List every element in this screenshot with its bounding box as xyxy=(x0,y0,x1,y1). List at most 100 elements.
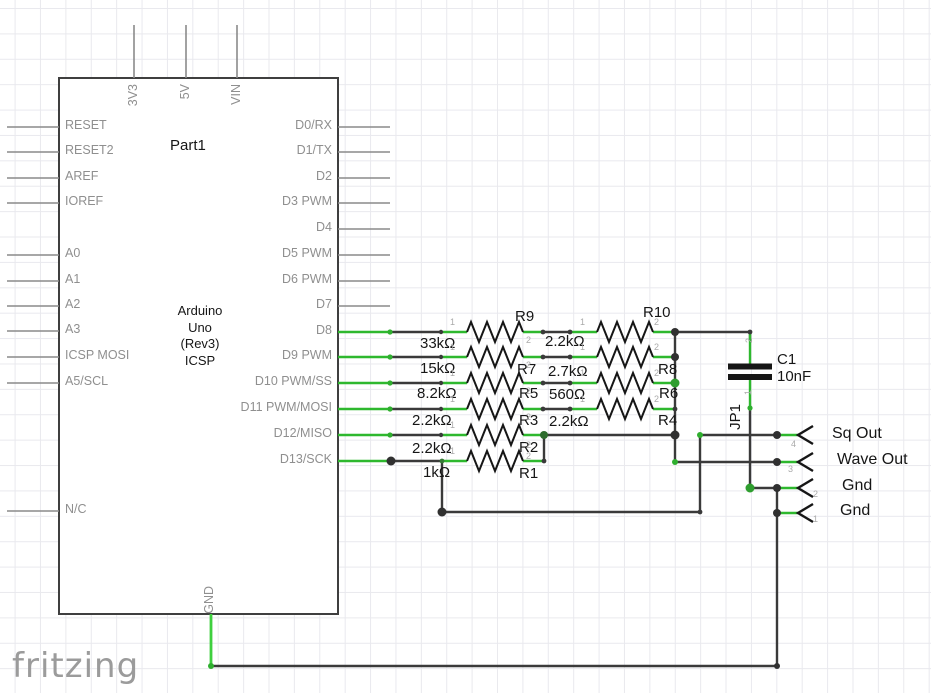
junction-dot xyxy=(774,663,780,669)
part-ref-label[interactable]: Part1 xyxy=(170,137,206,154)
resistor-value-label[interactable]: 8.2kΩ xyxy=(417,385,457,402)
resistor-pin-number: 2 xyxy=(526,386,532,396)
resistor-value-label[interactable]: 33kΩ xyxy=(420,335,456,352)
resistor-value-label[interactable]: 2.7kΩ xyxy=(548,363,588,380)
capacitor-plate[interactable] xyxy=(728,374,772,380)
junction-dot xyxy=(387,380,393,386)
pin-label-right: D10 PWM/SS xyxy=(254,374,332,388)
junction-dot xyxy=(567,354,573,360)
resistor-value-label[interactable]: 15kΩ xyxy=(420,360,456,377)
pin-label-right: D7 xyxy=(316,297,332,311)
junction-dot xyxy=(567,329,573,335)
junction-dot xyxy=(747,329,753,335)
capacitor-plate[interactable] xyxy=(728,363,772,370)
junction-dot xyxy=(438,329,444,335)
resistor-symbol-R5[interactable] xyxy=(466,370,524,396)
resistor-ref-label[interactable]: R3 xyxy=(519,412,539,429)
connector-pin-number: 4 xyxy=(791,439,797,449)
pin-label-left: A1 xyxy=(65,272,81,286)
resistor-pin-number: 2 xyxy=(654,317,660,327)
resistor-symbol-R2[interactable] xyxy=(466,422,524,448)
capacitor-ref-label[interactable]: C1 xyxy=(777,351,797,368)
junction-dot xyxy=(387,354,393,360)
junction-dot xyxy=(540,431,548,439)
junction-dot xyxy=(670,378,680,388)
junction-dot xyxy=(773,509,781,517)
junction-dot xyxy=(438,380,444,386)
junction-dot xyxy=(697,509,703,515)
resistor-symbol-R8[interactable] xyxy=(596,344,654,370)
resistor-ref-label[interactable]: R6 xyxy=(659,385,679,402)
connector-pin-arrow[interactable] xyxy=(795,502,814,524)
connector-pin-arrow[interactable] xyxy=(795,451,814,473)
pin-label-right: D11 PWM/MOSI xyxy=(240,400,332,414)
resistor-value-label[interactable]: 2.2kΩ xyxy=(412,412,452,429)
junction-dot xyxy=(437,507,447,517)
connector-pin-label[interactable]: Gnd xyxy=(840,502,871,519)
connector-pin-label[interactable]: Sq Out xyxy=(832,425,882,442)
junction-dot xyxy=(438,354,444,360)
junction-dot xyxy=(438,406,444,412)
resistor-symbol-R6[interactable] xyxy=(596,370,654,396)
wire-d13-to-sqout[interactable] xyxy=(440,433,777,514)
junction-dot xyxy=(438,432,444,438)
resistor-ref-label[interactable]: R5 xyxy=(519,385,539,402)
capacitor-pin-number: 1 xyxy=(743,390,753,396)
resistor-symbol-R4[interactable] xyxy=(596,396,654,422)
resistor-ref-label[interactable]: R7 xyxy=(517,361,537,378)
resistor-ref-label[interactable]: R2 xyxy=(519,439,539,456)
pin-label-gnd: GND xyxy=(202,586,216,614)
junction-dot xyxy=(567,380,573,386)
connector-pin-number: 2 xyxy=(813,489,819,499)
pin-label-left: IOREF xyxy=(65,194,104,208)
fritzing-logo: fritzing xyxy=(12,646,140,686)
pin-label-right: D12/MISO xyxy=(273,426,332,440)
connector-pin-arrow[interactable] xyxy=(795,477,814,499)
resistor-ref-label[interactable]: R10 xyxy=(643,304,671,321)
resistor-symbol-R9[interactable] xyxy=(466,319,524,345)
resistor-ref-label[interactable]: R8 xyxy=(658,361,678,378)
resistor-pin-number: 2 xyxy=(526,335,532,345)
pin-label-right: D0/RX xyxy=(295,118,332,132)
resistor-ref-label[interactable]: R1 xyxy=(519,465,539,482)
junction-dot xyxy=(747,405,753,411)
resistor-ref-label[interactable]: R9 xyxy=(515,308,535,325)
junction-dot xyxy=(208,663,214,669)
arduino-part-body[interactable] xyxy=(58,77,339,615)
pin-label-top: 5V xyxy=(178,84,192,100)
resistor-value-label[interactable]: 2.2kΩ xyxy=(549,413,589,430)
resistor-pin-number: 2 xyxy=(654,342,660,352)
resistor-symbol-R1[interactable] xyxy=(466,448,524,474)
resistor-value-label[interactable]: 560Ω xyxy=(549,386,586,403)
pin-label-left: A3 xyxy=(65,322,81,336)
resistor-pin-number: 2 xyxy=(526,451,532,461)
connector-pin-label[interactable]: Wave Out xyxy=(837,451,908,468)
connector-ref-label[interactable]: JP1 xyxy=(727,404,744,430)
resistor-ref-label[interactable]: R4 xyxy=(658,412,678,429)
resistor-symbol-R10[interactable] xyxy=(596,319,654,345)
junction-dot xyxy=(697,432,703,438)
junction-dot xyxy=(540,329,546,335)
resistor-value-label[interactable]: 2.2kΩ xyxy=(412,440,452,457)
board-name-line: (Rev3) xyxy=(180,336,220,352)
junction-dot xyxy=(672,406,678,412)
resistor-symbol-R3[interactable] xyxy=(466,396,524,422)
pin-label-right: D5 PWM xyxy=(282,246,332,260)
resistor-symbol-R7[interactable] xyxy=(466,344,524,370)
capacitor-value-label[interactable]: 10nF xyxy=(777,368,812,385)
resistor-pin-number: 1 xyxy=(450,342,456,352)
connector-pin-label[interactable]: Gnd xyxy=(842,477,873,494)
resistor-value-label[interactable]: 1kΩ xyxy=(423,464,451,481)
connector-pin-arrow[interactable] xyxy=(795,424,814,446)
wire-node-to-c1[interactable] xyxy=(675,330,752,341)
pin-label-right: D8 xyxy=(316,323,332,337)
junction-dot xyxy=(773,431,781,439)
pin-label-left: RESET2 xyxy=(65,143,114,157)
pin-label-right: D3 PWM xyxy=(282,194,332,208)
pin-label-right: D4 xyxy=(316,220,332,234)
resistor-value-label[interactable]: 2.2kΩ xyxy=(545,333,585,350)
pin-label-right: D9 PWM xyxy=(282,348,332,362)
junction-dot xyxy=(540,354,546,360)
